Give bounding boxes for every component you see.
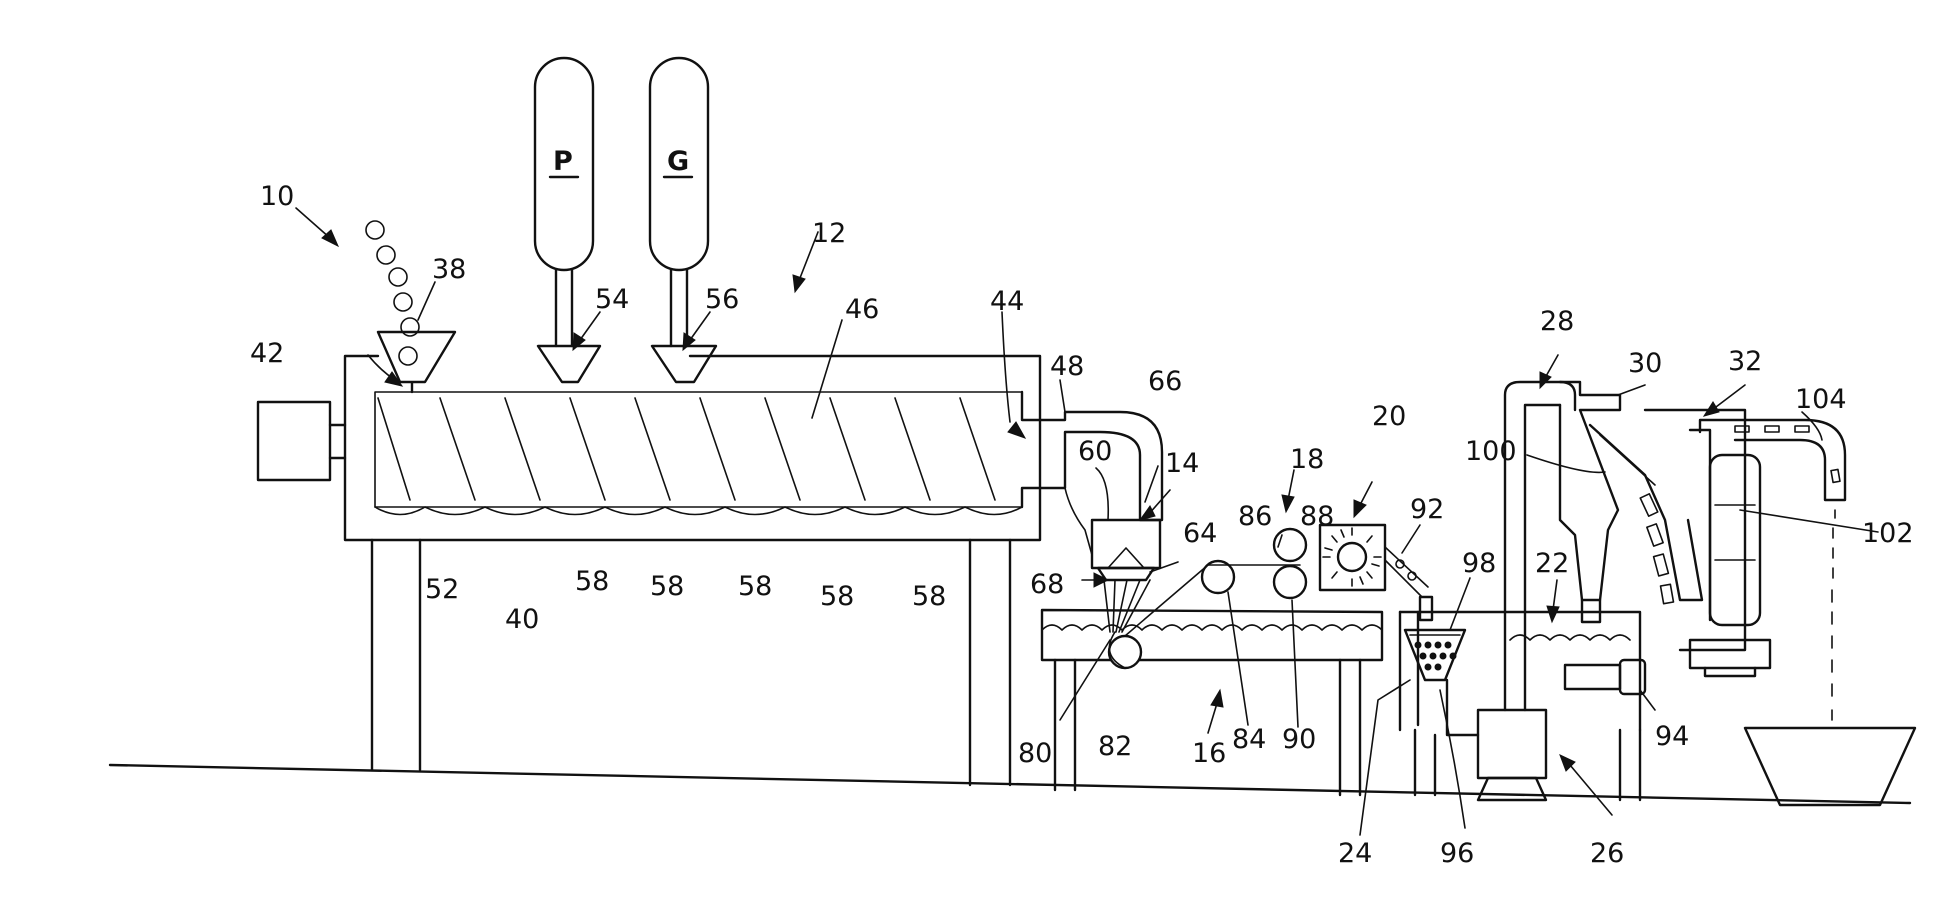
label-10: 10: [260, 181, 294, 212]
label-18: 18: [1290, 444, 1324, 475]
label-100: 100: [1465, 436, 1517, 467]
label-82: 82: [1098, 731, 1132, 762]
label-32: 32: [1728, 346, 1762, 377]
label-84: 84: [1232, 724, 1266, 755]
extruder-housing: [345, 356, 1040, 540]
tank-label-p: P: [553, 146, 573, 177]
label-86: 86: [1238, 501, 1272, 532]
label-64: 64: [1183, 518, 1217, 549]
pelletizer-cutter: [1320, 525, 1428, 597]
label-52: 52: [425, 574, 459, 605]
label-58-b: 58: [650, 571, 684, 602]
gas-cylinder-g: G: [650, 58, 708, 346]
gas-port-56: [652, 346, 716, 382]
tank-label-g: G: [667, 146, 689, 177]
resin-pellets: [366, 221, 419, 365]
pull-rolls: [1274, 529, 1306, 598]
label-46: 46: [845, 294, 879, 325]
label-66: 66: [1148, 366, 1182, 397]
label-104: 104: [1795, 384, 1847, 415]
extruder-outlet: [1022, 392, 1040, 507]
label-42: 42: [250, 338, 284, 369]
label-58-e: 58: [912, 581, 946, 612]
gas-cylinder-p: P: [535, 58, 593, 346]
label-40: 40: [505, 604, 539, 635]
label-98: 98: [1462, 548, 1496, 579]
label-20: 20: [1372, 401, 1406, 432]
extruder-legs: [372, 540, 1010, 785]
label-94: 94: [1655, 721, 1689, 752]
heat-exchanger-94: [1565, 665, 1620, 689]
label-26: 26: [1590, 838, 1624, 869]
cyclone-dryer: [1560, 382, 1620, 622]
label-58-c: 58: [738, 571, 772, 602]
label-80: 80: [1018, 738, 1052, 769]
label-102: 102: [1862, 518, 1914, 549]
screw-flights: [378, 398, 995, 500]
riser-pipe: [1505, 382, 1575, 710]
gas-port-54: [538, 346, 600, 382]
transfer-pipe: [1040, 412, 1162, 555]
drive-coupling: [330, 425, 345, 458]
label-30: 30: [1628, 348, 1662, 379]
label-92: 92: [1410, 494, 1444, 525]
label-12: 12: [812, 218, 846, 249]
label-38: 38: [432, 254, 466, 285]
label-48: 48: [1050, 351, 1084, 382]
label-58-a: 58: [575, 566, 609, 597]
bucket-conveyor: [1590, 425, 1702, 604]
guide-roll-82: [1109, 636, 1141, 668]
label-22: 22: [1535, 548, 1569, 579]
extruder: [258, 221, 1040, 785]
water-tank-22: [1400, 612, 1645, 800]
label-44: 44: [990, 286, 1024, 317]
label-24: 24: [1338, 838, 1372, 869]
label-16: 16: [1192, 738, 1226, 769]
heater-elements: [375, 507, 1022, 515]
label-14: 14: [1165, 448, 1199, 479]
label-28: 28: [1540, 306, 1574, 337]
label-58-d: 58: [820, 581, 854, 612]
label-96: 96: [1440, 838, 1474, 869]
label-90: 90: [1282, 724, 1316, 755]
label-88: 88: [1300, 501, 1334, 532]
screen-separator: [1400, 597, 1478, 735]
label-54: 54: [595, 284, 629, 315]
pump: [1478, 710, 1546, 800]
label-56: 56: [705, 284, 739, 315]
drive-motor: [258, 402, 330, 480]
label-60: 60: [1078, 436, 1112, 467]
label-68: 68: [1030, 569, 1064, 600]
collection-bin: [1745, 728, 1915, 805]
